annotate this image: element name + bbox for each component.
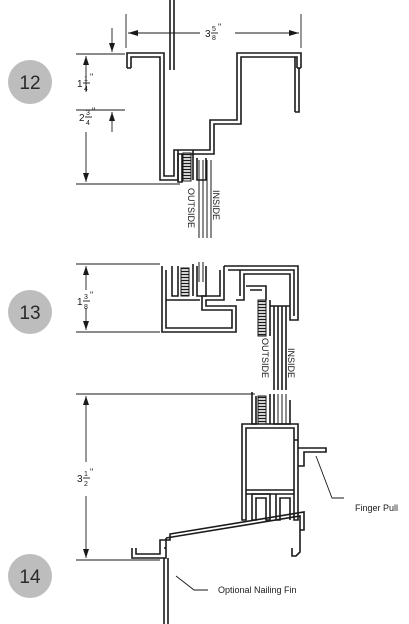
step-number-13: 13: [19, 303, 40, 324]
sill-14: [131, 511, 305, 559]
d4-inch: ": [90, 467, 93, 477]
d2-num: 3: [86, 110, 90, 117]
inside-label-13: INSIDE: [286, 348, 296, 378]
d1-whole: 1: [77, 79, 83, 90]
step-number-12: 12: [19, 73, 40, 94]
height-dimensions-12: 1 1 4 " 2 3 4 ": [76, 28, 180, 185]
finger-pull: [298, 447, 327, 467]
d2-inch: ": [92, 106, 95, 116]
width-whole: 3: [205, 29, 211, 40]
width-dimension: 3 5 8 ": [125, 14, 302, 48]
sash-body-14: [241, 423, 299, 521]
height-dimension-14: 3 1 2 ": [76, 393, 255, 561]
outside-label-12: OUTSIDE: [186, 188, 196, 228]
detail-14: 14 3 1 2 " Finger Pull Op: [8, 392, 398, 624]
height-dimension-13: 1 3 8 ": [76, 263, 160, 333]
step-badge-12: 12: [8, 60, 52, 104]
sill-base-14: [251, 493, 291, 521]
detail-12: 12 3 5 8 ": [8, 0, 302, 238]
d3-den: 8: [84, 304, 88, 311]
width-num: 5: [212, 26, 216, 33]
d3-inch: ": [90, 290, 93, 300]
inside-label-12: INSIDE: [211, 190, 221, 220]
frame-profile-12: [126, 52, 302, 181]
d4-num: 1: [84, 471, 88, 478]
d2-den: 4: [86, 120, 90, 127]
d1-inch: ": [90, 72, 93, 82]
weatherstrip-14: [257, 395, 267, 425]
frame-piece-13: [224, 265, 299, 321]
glass-12: [198, 160, 212, 238]
d4-den: 2: [84, 481, 88, 488]
weatherstrip-12: [182, 152, 192, 182]
nailing-fin: [163, 558, 169, 624]
width-den: 8: [212, 35, 216, 42]
d3-whole: 1: [77, 297, 83, 308]
step-number-14: 14: [19, 567, 41, 588]
d4-whole: 3: [77, 474, 83, 485]
finger-pull-label: Finger Pull: [355, 503, 398, 513]
width-inch: ": [218, 22, 221, 32]
nailing-fin-label: Optional Nailing Fin: [218, 585, 297, 595]
d3-num: 3: [84, 294, 88, 301]
sash-rail-13: [161, 266, 237, 333]
d1-num: 1: [84, 76, 88, 83]
weatherstrip-13a: [180, 267, 190, 297]
weatherstrip-13b: [257, 299, 267, 337]
step-badge-14: 14: [8, 554, 52, 598]
detail-13: 13 1 3 8 " OUTSIDE INSIDE: [8, 262, 299, 390]
d1-den: 4: [84, 86, 88, 93]
step-badge-13: 13: [8, 290, 52, 334]
d2-whole: 2: [79, 113, 85, 124]
outside-label-13: OUTSIDE: [260, 338, 270, 378]
